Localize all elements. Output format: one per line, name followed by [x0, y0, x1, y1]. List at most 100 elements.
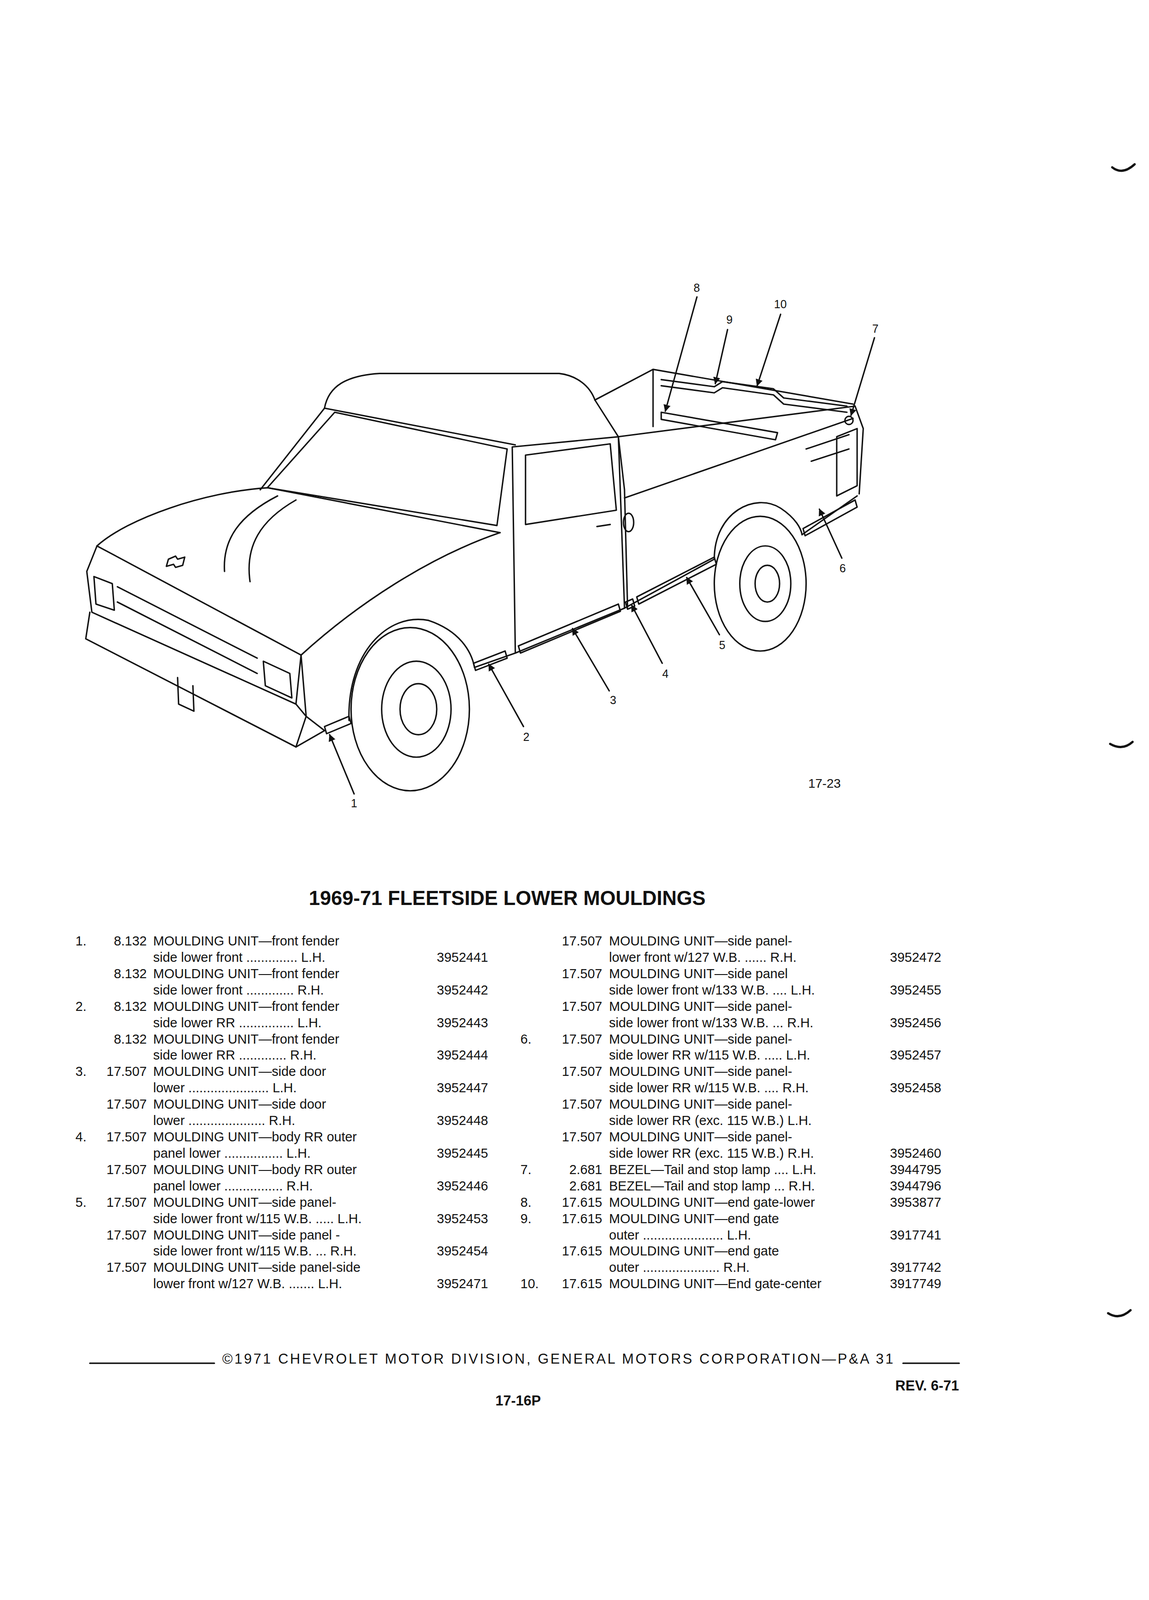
part-description: side lower RR (exc. 115 W.B.) R.H. — [609, 1145, 815, 1161]
figure-number: 17-23 — [808, 776, 841, 791]
part-description: MOULDING UNIT—front fender — [153, 965, 340, 982]
part-description: side lower front w/133 W.B. .... L.H. — [609, 982, 815, 998]
part-description: side lower RR ............. R.H. — [153, 1047, 317, 1063]
part-description: MOULDING UNIT—side panel- — [609, 998, 793, 1015]
group-number: 17.507 — [106, 1227, 147, 1243]
part-description: side lower front .............. L.H. — [153, 949, 326, 965]
part-description: MOULDING UNIT—side door — [153, 1096, 326, 1112]
part-description: lower ..................... R.H. — [153, 1112, 296, 1129]
callout-number: 3 — [609, 693, 617, 707]
part-number: 3952453 — [436, 1210, 489, 1227]
part-number: 3952442 — [436, 982, 489, 998]
revision-note: REV. 6-71 — [895, 1377, 960, 1394]
item-number: 1. — [75, 933, 87, 949]
part-description: outer ..................... R.H. — [609, 1259, 750, 1275]
page-number: 17-16P — [495, 1392, 541, 1409]
callout-number: 4 — [662, 667, 669, 680]
part-number: 3952443 — [436, 1014, 489, 1031]
group-number: 17.507 — [561, 965, 603, 982]
group-number: 17.615 — [561, 1243, 603, 1259]
group-number: 17.507 — [561, 1096, 603, 1112]
callout-number: 9 — [726, 313, 733, 326]
part-description: side lower front w/115 W.B. ..... L.H. — [153, 1210, 362, 1227]
part-number: 3952441 — [436, 949, 489, 965]
item-number: 4. — [75, 1129, 87, 1145]
group-number: 2.681 — [569, 1178, 603, 1194]
callout-number: 8 — [693, 281, 700, 295]
part-number: 3917742 — [889, 1259, 942, 1275]
part-number: 3952460 — [889, 1145, 942, 1161]
part-description: panel lower ................ R.H. — [153, 1178, 313, 1194]
part-description: MOULDING UNIT—front fender — [153, 1031, 340, 1047]
part-description: lower ...................... L.H. — [153, 1079, 297, 1096]
group-number: 8.132 — [113, 998, 147, 1015]
group-number: 8.132 — [113, 933, 147, 949]
part-description: MOULDING UNIT—front fender — [153, 933, 340, 949]
part-number: 3952456 — [889, 1014, 942, 1031]
part-number: 3944796 — [889, 1178, 942, 1194]
group-number: 17.615 — [561, 1194, 603, 1210]
group-number: 17.507 — [561, 1129, 603, 1145]
part-description: MOULDING UNIT—End gate-center — [609, 1275, 822, 1292]
group-number: 17.507 — [106, 1096, 147, 1112]
part-description: lower front w/127 W.B. ...... R.H. — [609, 949, 797, 965]
part-number: 3952471 — [436, 1275, 489, 1292]
part-description: MOULDING UNIT—side panel - — [153, 1227, 340, 1243]
item-number: 10. — [520, 1275, 539, 1292]
group-number: 17.507 — [106, 1129, 147, 1145]
part-description: side lower front w/115 W.B. ... R.H. — [153, 1243, 357, 1259]
callout-number: 10 — [774, 297, 787, 311]
part-description: MOULDING UNIT—end gate — [609, 1210, 780, 1227]
item-number: 6. — [520, 1031, 532, 1047]
item-number: 2. — [75, 998, 87, 1015]
part-description: MOULDING UNIT—end gate — [609, 1243, 780, 1259]
callout-number: 5 — [719, 638, 726, 652]
part-number: 3952457 — [889, 1047, 942, 1063]
group-number: 17.507 — [106, 1063, 147, 1080]
group-number: 17.507 — [106, 1194, 147, 1210]
part-number: 3944795 — [889, 1161, 942, 1178]
part-description: side lower RR w/115 W.B. .... R.H. — [609, 1079, 809, 1096]
group-number: 17.615 — [561, 1275, 603, 1292]
part-number: 3952444 — [436, 1047, 489, 1063]
group-number: 2.681 — [569, 1161, 603, 1178]
part-description: lower front w/127 W.B. ....... L.H. — [153, 1275, 343, 1292]
part-description: MOULDING UNIT—side panel- — [609, 1096, 793, 1112]
part-description: BEZEL—Tail and stop lamp .... L.H. — [609, 1161, 817, 1178]
part-description: MOULDING UNIT—side door — [153, 1063, 326, 1080]
part-description: MOULDING UNIT—side panel- — [609, 1031, 793, 1047]
callout-number: 2 — [523, 730, 530, 744]
part-description: MOULDING UNIT—side panel — [609, 965, 788, 982]
item-number: 3. — [75, 1063, 87, 1080]
part-number: 3952458 — [889, 1079, 942, 1096]
item-number: 7. — [520, 1161, 532, 1178]
item-number: 8. — [520, 1194, 532, 1210]
page-title: 1969-71 FLEETSIDE LOWER MOULDINGS — [309, 886, 706, 910]
part-description: MOULDING UNIT—body RR outer — [153, 1161, 357, 1178]
part-description: MOULDING UNIT—side panel- — [609, 933, 793, 949]
group-number: 8.132 — [113, 965, 147, 982]
part-description: MOULDING UNIT—front fender — [153, 998, 340, 1015]
callout-number: 7 — [872, 322, 879, 335]
part-number: 3917741 — [889, 1227, 942, 1243]
part-description: panel lower ................ L.H. — [153, 1145, 311, 1161]
part-description: side lower RR w/115 W.B. ..... L.H. — [609, 1047, 811, 1063]
part-description: side lower front ............. R.H. — [153, 982, 325, 998]
part-number: 3952448 — [436, 1112, 489, 1129]
group-number: 17.507 — [561, 998, 603, 1015]
copyright-line: ©1971 CHEVROLET MOTOR DIVISION, GENERAL … — [222, 1350, 895, 1368]
group-number: 17.507 — [561, 933, 603, 949]
part-number: 3952447 — [436, 1079, 489, 1096]
part-number: 3952446 — [436, 1178, 489, 1194]
group-number: 17.507 — [561, 1063, 603, 1080]
group-number: 17.507 — [561, 1031, 603, 1047]
item-number: 9. — [520, 1210, 532, 1227]
part-description: side lower RR (exc. 115 W.B.) L.H. — [609, 1112, 812, 1129]
part-number: 3953877 — [889, 1194, 942, 1210]
part-number: 3952454 — [436, 1243, 489, 1259]
group-number: 17.507 — [106, 1161, 147, 1178]
group-number: 17.507 — [106, 1259, 147, 1275]
part-number: 3917749 — [889, 1275, 942, 1292]
